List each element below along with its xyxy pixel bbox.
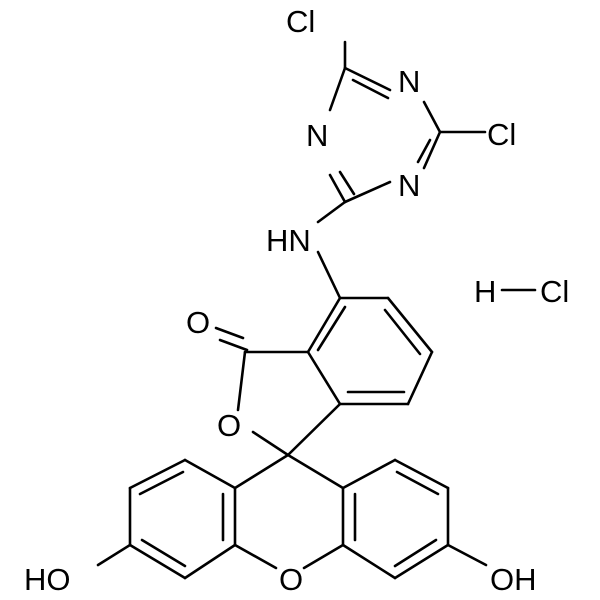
bond	[338, 170, 356, 196]
bond	[316, 305, 347, 352]
bond	[422, 100, 442, 134]
atom-n-ring-bottom: N	[398, 168, 420, 203]
bond	[183, 458, 237, 490]
bond	[343, 180, 392, 204]
bond	[251, 430, 290, 457]
bond	[138, 470, 185, 496]
bond	[236, 350, 247, 412]
bond	[328, 173, 347, 204]
bond	[416, 138, 432, 164]
bond	[386, 296, 434, 354]
salt-h: H	[474, 274, 496, 309]
bond	[302, 543, 345, 570]
atom-xanthene-o: O	[279, 562, 303, 597]
bond	[128, 543, 187, 580]
atom-lactone-o: O	[217, 408, 241, 443]
bond	[328, 66, 347, 112]
bond	[341, 458, 397, 490]
bond	[233, 453, 290, 490]
bond	[393, 538, 438, 568]
atom-carbonyl-o: O	[186, 305, 210, 340]
bond	[218, 338, 249, 352]
atom-cl-right: Cl	[487, 117, 516, 152]
bond	[316, 250, 342, 300]
bond	[393, 543, 450, 580]
bond	[316, 200, 347, 224]
atom-labels: Cl N Cl N N HN O O O HO OH H Cl	[24, 4, 569, 597]
atom-oh-right: OH	[490, 562, 537, 597]
bond	[96, 543, 132, 567]
bond	[306, 350, 342, 406]
triazine-ring	[316, 40, 487, 224]
atom-nh: HN	[266, 223, 311, 258]
bond	[140, 538, 187, 568]
atom-n-ring-left: N	[306, 118, 328, 153]
bond	[393, 458, 450, 490]
bond	[343, 66, 392, 92]
lactone-ring	[214, 326, 342, 457]
bond	[286, 402, 342, 457]
xanthene-core	[96, 453, 488, 580]
bond	[446, 543, 488, 567]
bond	[306, 296, 342, 354]
bond	[128, 458, 187, 490]
bond	[383, 308, 422, 356]
atom-oh-left: HO	[24, 562, 71, 597]
bond	[422, 130, 442, 170]
bond	[214, 326, 245, 340]
bond	[406, 350, 434, 406]
bond	[395, 470, 440, 496]
atom-cl-top: Cl	[286, 4, 315, 39]
salt-cl: Cl	[540, 274, 569, 309]
bond	[233, 543, 278, 570]
bond	[183, 543, 237, 580]
atom-n-ring-top: N	[398, 64, 420, 99]
bond	[286, 453, 345, 490]
benzo-ring	[306, 250, 434, 406]
bond	[351, 78, 390, 100]
bond	[341, 543, 397, 580]
